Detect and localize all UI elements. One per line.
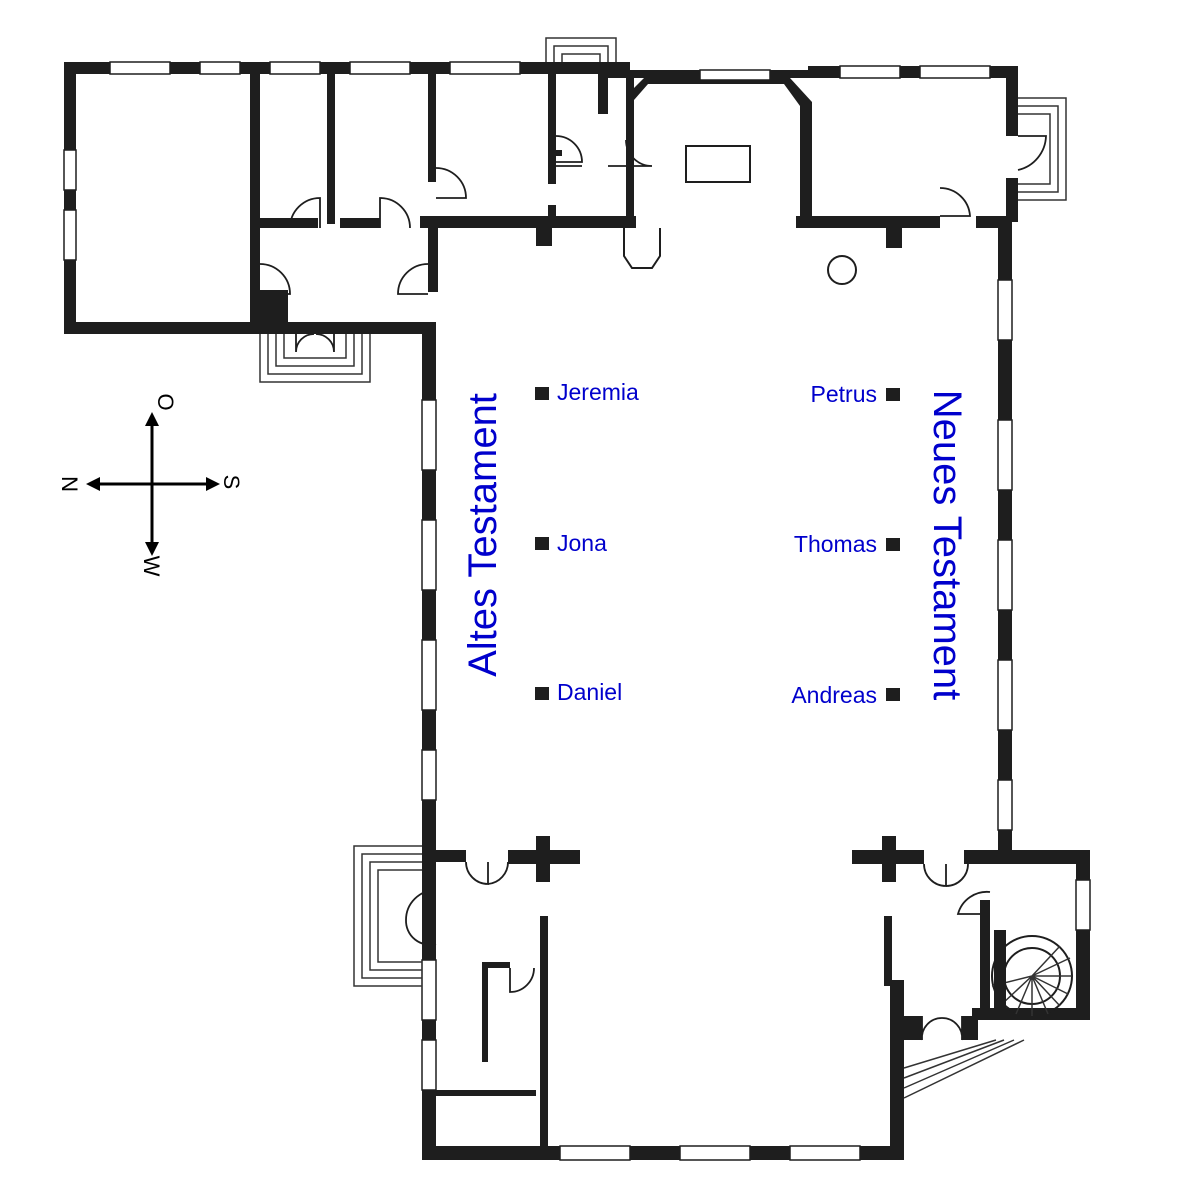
arrow-south-icon [206, 477, 220, 491]
arrow-west-icon [145, 542, 159, 556]
label-thomas: Thomas [794, 531, 877, 557]
pillar-jona [535, 537, 549, 550]
pillar-andreas [886, 688, 900, 701]
label-daniel: Daniel [557, 679, 622, 705]
windows [63, 61, 1091, 1161]
font [827, 255, 857, 285]
furnishings [623, 145, 1073, 1020]
arrow-east-icon [145, 412, 159, 426]
label-jeremia: Jeremia [557, 379, 639, 405]
pillar-jeremia [535, 387, 549, 400]
pillar-thomas [886, 538, 900, 551]
altar [685, 145, 751, 183]
compass-south: S [219, 475, 244, 490]
pillar-daniel [535, 687, 549, 700]
label-new-testament: Neues Testament [925, 390, 969, 701]
doors [259, 135, 1047, 1041]
pillar-petrus [886, 388, 900, 401]
arrow-north-icon [86, 477, 100, 491]
pulpit [623, 228, 661, 269]
pillars [535, 387, 900, 701]
compass-north: N [57, 476, 82, 492]
label-petrus: Petrus [811, 381, 877, 407]
compass-east: O [153, 393, 178, 410]
compass-west: W [139, 556, 164, 577]
pillar-labels: Jeremia Jona Daniel Petrus Thomas Andrea… [557, 379, 877, 708]
label-old-testament: Altes Testament [461, 393, 505, 677]
entrance-steps [259, 37, 1067, 1099]
label-andreas: Andreas [791, 682, 877, 708]
compass: O W N S [57, 393, 244, 576]
label-jona: Jona [557, 530, 607, 556]
